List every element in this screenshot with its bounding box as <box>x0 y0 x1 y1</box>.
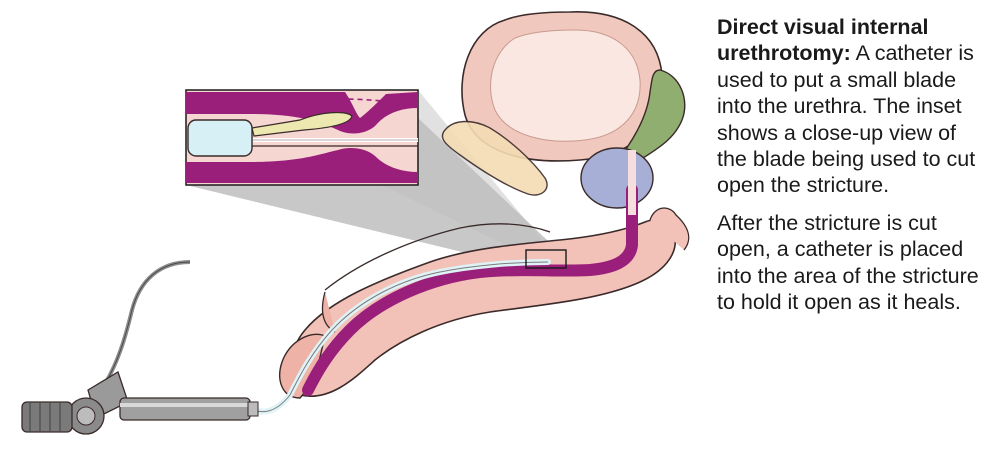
caption-paragraph-1: Direct visual internal urethrotomy: A ca… <box>717 14 989 199</box>
caption-text: Direct visual internal urethrotomy: A ca… <box>717 14 989 326</box>
inset-projection-cone <box>186 118 564 268</box>
urethrotomy-illustration <box>21 11 690 435</box>
caption-heading: Direct visual internal urethrotomy: <box>717 15 929 66</box>
caption-paragraph-2: After the stricture is cut open, a cathe… <box>717 210 979 315</box>
caption-body-1: A catheter is used to put a small blade … <box>717 41 976 198</box>
blade-icon <box>251 111 353 137</box>
bladder <box>461 11 663 162</box>
stricture-highlight-box <box>525 249 567 269</box>
prostate <box>580 147 654 209</box>
inset-closeup <box>185 89 419 186</box>
urethra <box>302 150 638 396</box>
pubic-bone <box>441 120 548 196</box>
endoscope-instrument <box>21 260 259 435</box>
